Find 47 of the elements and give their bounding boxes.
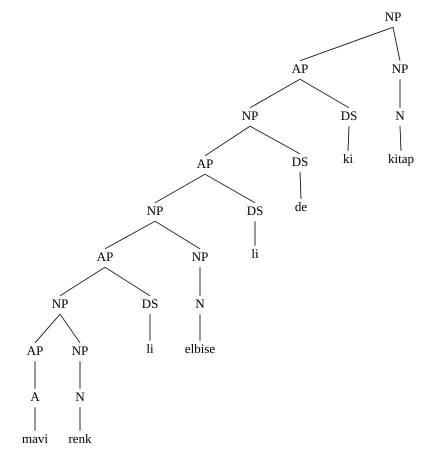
tree-branch [250, 126, 300, 154]
tree-leaf: li [146, 344, 154, 353]
category-label: DS [142, 299, 158, 308]
category-label: NP [72, 346, 88, 355]
category-label: AP [196, 159, 213, 168]
category-label: DS [292, 157, 308, 166]
tree-branch [34, 314, 60, 344]
tree-branch [204, 174, 256, 204]
tree-leaf: mavi [22, 434, 48, 444]
tree-leaf: ki [343, 154, 353, 163]
tree-leaf: renk [68, 434, 92, 444]
tree-leaf: elbise [185, 344, 215, 354]
tree-branch [60, 314, 80, 344]
tree-branch [300, 172, 302, 200]
category-label: DS [247, 206, 262, 216]
tree-branch [400, 126, 402, 152]
category-label: A [30, 392, 40, 401]
tree-branch [348, 126, 350, 152]
category-label: AP [26, 346, 43, 355]
category-label: NP [52, 300, 68, 308]
tree-branch [34, 406, 36, 432]
category-label: AP [96, 252, 113, 261]
category-label: NP [192, 252, 208, 261]
category-label: NP [242, 111, 258, 120]
tree-branch [104, 266, 150, 296]
category-label: NP [385, 12, 401, 21]
category-label: DS [341, 111, 356, 120]
tree-branch [250, 78, 300, 108]
category-label: N [396, 111, 404, 120]
tree-branch [300, 78, 350, 108]
tree-branch [104, 220, 156, 250]
tree-branch [154, 174, 206, 204]
tree-branch [254, 220, 256, 246]
tree-branch [34, 360, 36, 390]
tree-branch [300, 26, 394, 62]
category-label: N [196, 300, 204, 308]
tree-branch [392, 26, 400, 62]
tree-branch [204, 126, 250, 156]
category-label: NP [392, 64, 408, 73]
tree-leaf: li [252, 248, 258, 258]
tree-leaf: kitap [388, 154, 414, 166]
category-label: N [76, 392, 84, 401]
category-label: NP [147, 206, 163, 215]
tree-branch [60, 266, 106, 296]
tree-leaf: de [295, 202, 307, 212]
tree-branch [154, 220, 200, 250]
category-label: AP [292, 64, 308, 73]
